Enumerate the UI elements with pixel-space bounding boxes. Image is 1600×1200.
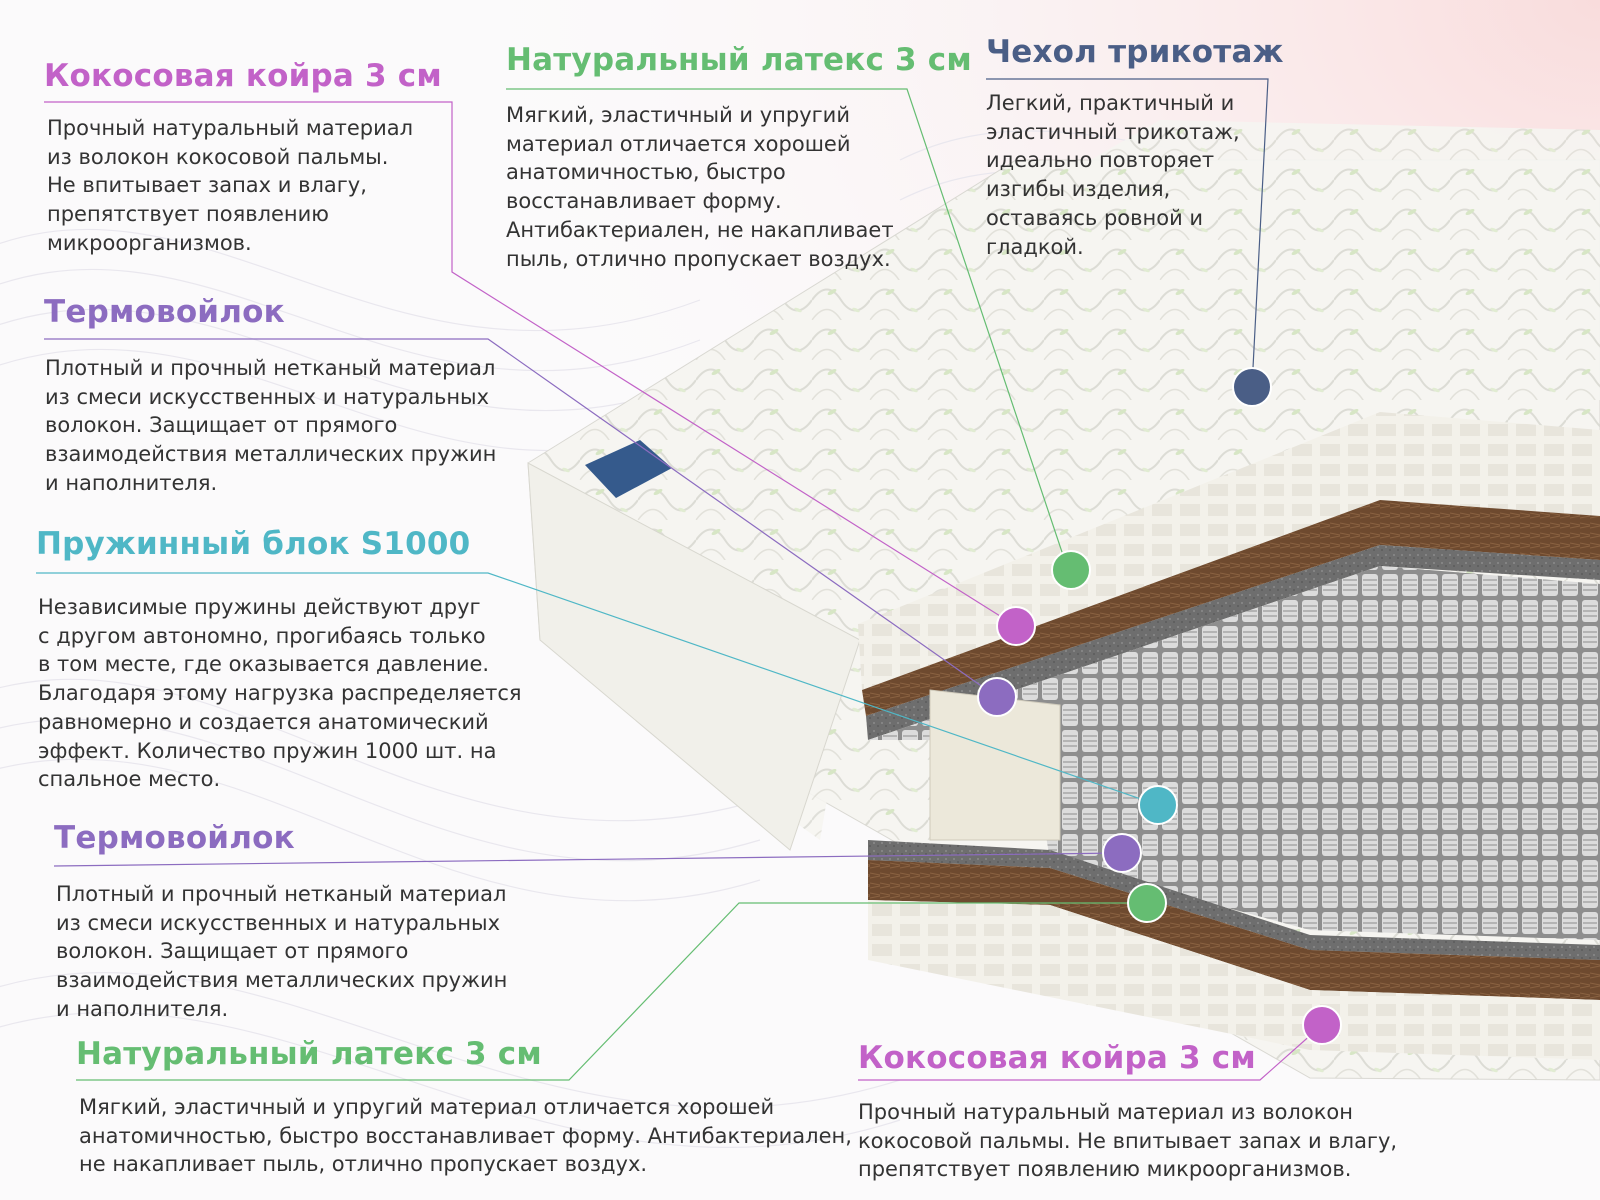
layer-marker-dot	[1232, 367, 1272, 407]
annotation-description: Легкий, практичный и эластичный трикотаж,…	[986, 89, 1240, 261]
leader-line	[506, 88, 1069, 571]
description-line: идеально повторяет	[986, 148, 1215, 173]
description-line: из волокон кокосовой пальмы.	[47, 144, 389, 169]
annotation-title: Термовойлок	[54, 820, 295, 856]
layer-marker-dot	[996, 606, 1036, 646]
annotation-description: Мягкий, эластичный и упругий материал отл…	[506, 101, 894, 273]
annotation-description: Прочный натуральный материал из волокон к…	[47, 114, 413, 258]
description-line: препятствует появлению микроорганизмов.	[858, 1157, 1352, 1182]
description-line: спальное место.	[38, 767, 221, 792]
annotation-description: Независимые пружины действуют друг с друг…	[38, 593, 522, 794]
description-line: Плотный и прочный нетканый материал	[45, 356, 496, 380]
felt-layer-bottom	[868, 840, 1600, 960]
layer-marker-dot	[977, 677, 1017, 717]
description-line: гладкой.	[986, 234, 1084, 259]
leader-line	[76, 902, 1147, 1081]
description-line: волокон. Защищает от прямого	[45, 413, 398, 438]
description-line: оставаясь ровной и	[986, 205, 1204, 230]
annotation-description: Прочный натуральный материал из волокон к…	[858, 1098, 1397, 1184]
latex-layer-top	[858, 412, 1600, 690]
description-line: с другом автономно, прогибаясь только	[38, 623, 486, 648]
felt-layer-top	[866, 545, 1600, 740]
coir-layer-bottom	[868, 860, 1600, 1000]
description-line: анатомичностью, быстро восстанавливает ф…	[79, 1123, 852, 1148]
description-line: не накапливает пыль, отлично пропускает …	[79, 1152, 648, 1177]
layer-marker-dot	[1102, 833, 1142, 873]
description-line: и наполнителя.	[45, 470, 218, 495]
spring-block	[868, 566, 1600, 940]
annotation-title: Натуральный латекс 3 см	[76, 1036, 542, 1072]
description-line: Не впитывает запах и влагу,	[47, 173, 367, 198]
description-line: Независимые пружины действуют друг	[38, 595, 481, 619]
description-line: Мягкий, эластичный и упругий материал от…	[79, 1095, 775, 1119]
layer-marker-dot	[1051, 550, 1091, 590]
leader-line	[36, 572, 1159, 806]
layer-marker-dot	[1127, 883, 1167, 923]
description-line: равномерно и создается анатомический	[38, 709, 489, 734]
description-line: Плотный и прочный нетканый материал	[56, 882, 507, 906]
annotation-title: Чехол трикотаж	[986, 34, 1284, 70]
description-line: препятствует появлению	[47, 202, 329, 227]
layer-marker-dot	[1138, 785, 1178, 825]
latex-layer-bottom	[868, 900, 1600, 1060]
description-line: эффект. Количество пружин 1000 шт. на	[38, 738, 497, 763]
annotation-title: Натуральный латекс 3 см	[506, 42, 972, 78]
annotation-description: Мягкий, эластичный и упругий материал от…	[79, 1093, 852, 1179]
description-line: из смеси искусственных и натуральных	[45, 384, 490, 409]
description-line: Антибактериален, не накапливает	[506, 217, 894, 242]
description-line: изгибы изделия,	[986, 177, 1171, 202]
description-line: и наполнителя.	[56, 996, 229, 1021]
description-line: кокосовой пальмы. Не впитывает запах и в…	[858, 1128, 1398, 1153]
description-line: эластичный трикотаж,	[986, 119, 1240, 144]
description-line: из смеси искусственных и натуральных	[56, 910, 501, 935]
brand-label-tag	[585, 440, 672, 498]
leader-line	[44, 338, 998, 698]
annotation-description: Плотный и прочный нетканый материал из см…	[45, 354, 496, 498]
description-line: взаимодействия металлических пружин	[56, 968, 508, 993]
description-line: анатомичностью, быстро	[506, 160, 786, 185]
coir-layer-top	[862, 500, 1600, 716]
description-line: взаимодействия металлических пружин	[45, 442, 497, 467]
annotation-title: Кокосовая койра 3 см	[858, 1040, 1256, 1076]
leader-line	[44, 101, 1017, 627]
leader-line	[986, 78, 1269, 388]
description-line: восстанавливает форму.	[506, 189, 782, 214]
description-line: в том месте, где оказывается давление.	[38, 652, 490, 677]
description-line: Благодаря этому нагрузка распределяется	[38, 681, 522, 706]
leader-line	[858, 1024, 1323, 1081]
description-line: Мягкий, эластичный и упругий	[506, 103, 850, 127]
description-line: Прочный натуральный материал из волокон	[858, 1100, 1353, 1124]
description-line: материал отличается хорошей	[506, 131, 851, 156]
description-line: Прочный натуральный материал	[47, 116, 414, 140]
leader-line	[53, 852, 1123, 867]
description-line: Легкий, практичный и	[986, 91, 1235, 115]
description-line: пыль, отлично пропускает воздух.	[506, 246, 891, 271]
annotation-title: Пружинный блок S1000	[36, 526, 471, 562]
layer-marker-dot	[1302, 1005, 1342, 1045]
description-line: микроорганизмов.	[47, 230, 252, 255]
annotation-title: Термовойлок	[44, 294, 285, 330]
annotation-title: Кокосовая койра 3 см	[44, 58, 442, 94]
description-line: волокон. Защищает от прямого	[56, 939, 409, 964]
annotation-description: Плотный и прочный нетканый материал из см…	[56, 880, 507, 1024]
